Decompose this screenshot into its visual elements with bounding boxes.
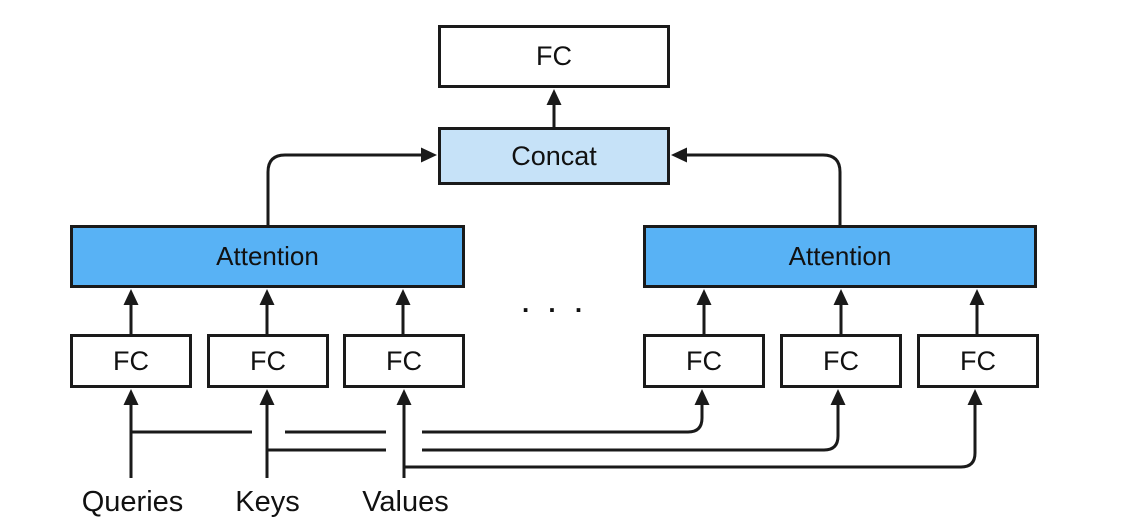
arrowhead-keys-to-fc5 <box>830 389 846 405</box>
node-input-fc-2: FC <box>207 334 329 388</box>
arrowhead-values-to-fc6 <box>967 389 983 405</box>
arrowhead-concat-to-fc <box>546 89 562 105</box>
node-input-fc-5: FC <box>780 334 902 388</box>
arrow-values-to-fc6 <box>404 404 977 469</box>
node-input-fc-2-label: FC <box>250 345 286 376</box>
ellipsis: . . . <box>521 288 589 318</box>
arrowhead-queries-to-fc4 <box>694 389 710 405</box>
node-input-fc-6-label: FC <box>960 345 996 376</box>
node-attention-left: Attention <box>70 225 465 288</box>
node-output-fc-label: FC <box>536 41 572 71</box>
arrow-attention-left-to-concat <box>266 153 423 225</box>
arrowhead-values-to-fc3 <box>396 389 412 405</box>
arrowhead-fc1-to-attention <box>123 289 139 305</box>
node-input-fc-6: FC <box>917 334 1039 388</box>
node-attention-right-label: Attention <box>788 241 892 271</box>
node-concat-label: Concat <box>511 140 597 171</box>
node-input-fc-4: FC <box>643 334 765 388</box>
input-label-values: Values <box>362 486 449 518</box>
node-input-fc-4-label: FC <box>686 345 722 376</box>
node-input-fc-3: FC <box>343 334 465 388</box>
input-label-keys: Keys <box>235 486 300 518</box>
node-attention-left-label: Attention <box>216 241 319 271</box>
node-input-fc-5-label: FC <box>823 345 859 376</box>
arrowhead-fc6-to-attention <box>969 289 985 305</box>
arrowhead-keys-to-fc2 <box>259 389 275 405</box>
arrowhead-queries-to-fc1 <box>123 389 139 405</box>
input-label-queries: Queries <box>81 486 184 518</box>
node-concat: Concat <box>438 127 670 185</box>
node-attention-right: Attention <box>643 225 1037 288</box>
arrowhead-fc3-to-attention <box>395 289 411 305</box>
arrow-queries-to-fc4 <box>422 404 704 434</box>
arrowhead-fc4-to-attention <box>696 289 712 305</box>
arrowhead-attention-left-to-concat <box>421 147 437 163</box>
arrowhead-attention-right-to-concat <box>671 147 687 163</box>
node-output-fc: FC <box>438 25 670 88</box>
arrow-keys-to-fc5 <box>422 404 840 452</box>
arrowhead-fc2-to-attention <box>259 289 275 305</box>
arrow-attention-right-to-concat <box>685 153 842 225</box>
arrowhead-fc5-to-attention <box>833 289 849 305</box>
node-input-fc-1: FC <box>70 334 192 388</box>
node-input-fc-1-label: FC <box>113 345 149 376</box>
node-input-fc-3-label: FC <box>386 345 422 376</box>
